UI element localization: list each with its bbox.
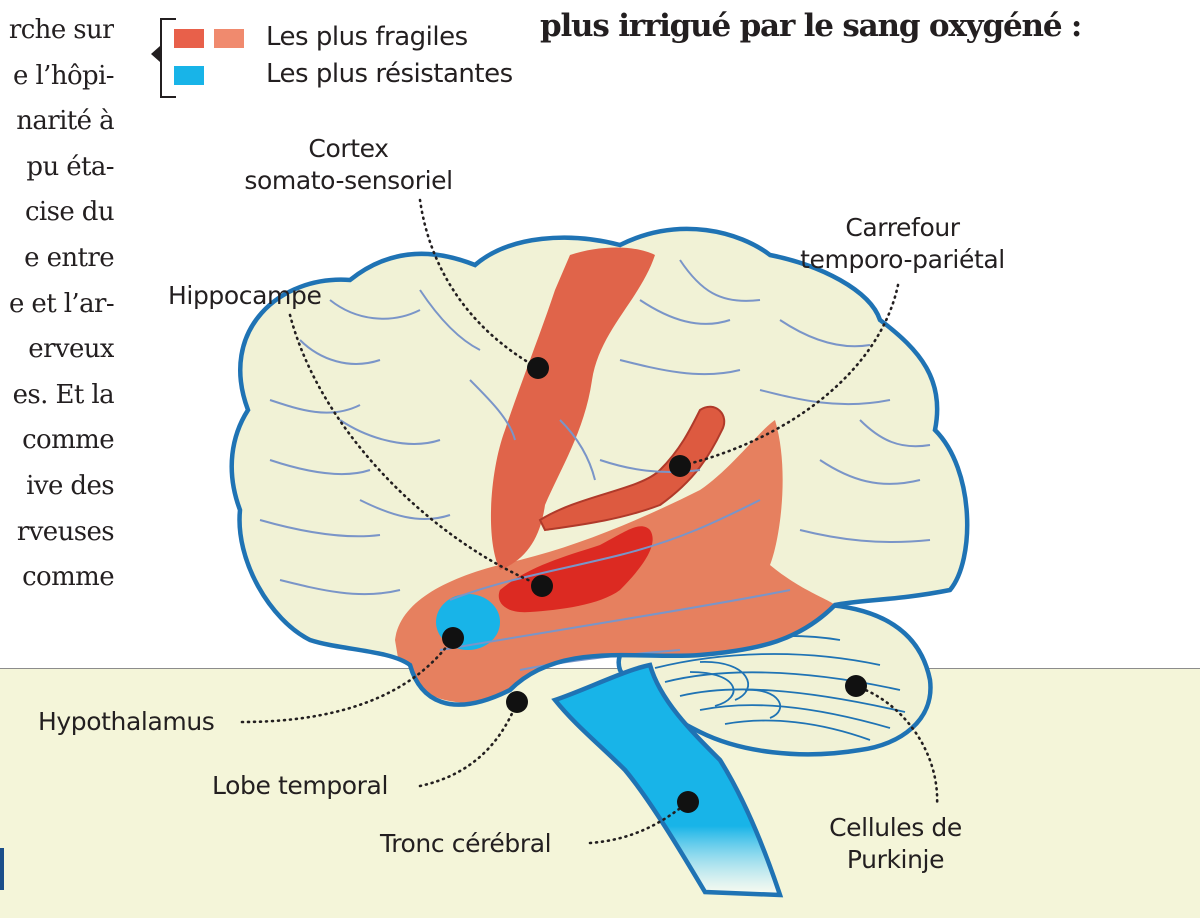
- article-line: narité à: [16, 106, 114, 137]
- legend-label-fragile: Les plus fragiles: [266, 22, 468, 52]
- diagram-heading: plus irrigué par le sang oxygéné :: [540, 8, 1082, 44]
- marker-purkinje: [845, 675, 867, 697]
- label-purkinje-line1: Cellules de: [829, 813, 962, 842]
- label-purkinje: Cellules de Purkinje: [818, 812, 973, 876]
- marker-dots: [442, 357, 867, 813]
- article-line: rveuses: [16, 516, 114, 547]
- legend-swatch-fragile-dark: [174, 29, 204, 48]
- label-cortex: Cortex somato-sensoriel: [226, 133, 471, 197]
- marker-cortex: [527, 357, 549, 379]
- legend-swatch-resistant: [174, 66, 204, 85]
- cerebrum-outline: [229, 226, 970, 707]
- leader-tronc: [588, 800, 690, 845]
- article-line: e entre: [24, 242, 114, 273]
- label-hippocampe: Hippocampe: [168, 281, 322, 310]
- article-line: es. Et la: [12, 379, 114, 410]
- label-cortex-line2: somato-sensoriel: [244, 166, 453, 195]
- legend: Les plus fragiles Les plus résistantes: [148, 14, 548, 98]
- article-line: e l’hôpi-: [13, 60, 114, 91]
- legend-swatch-fragile-light: [214, 29, 244, 48]
- page-edge-bar: [0, 848, 4, 890]
- brain-sulci: [259, 259, 931, 671]
- label-hypothalamus: Hypothalamus: [38, 707, 215, 736]
- article-line: comme: [22, 425, 114, 456]
- article-line: e et l’ar-: [8, 288, 114, 319]
- article-line: ive des: [26, 470, 114, 501]
- somatosensory-strip: [490, 247, 655, 570]
- marker-tronc: [677, 791, 699, 813]
- label-tronc: Tronc cérébral: [380, 829, 552, 858]
- marker-lobe-temporal: [506, 691, 528, 713]
- leader-lines: [240, 198, 939, 845]
- brain-stem: [551, 662, 784, 898]
- leader-cortex: [418, 198, 540, 370]
- leader-hippocampe: [288, 313, 544, 588]
- legend-label-resistant: Les plus résistantes: [266, 59, 513, 89]
- leader-lobe-temporal: [418, 700, 519, 788]
- article-line: cise du: [24, 197, 114, 228]
- leader-carrefour: [678, 283, 900, 468]
- article-line: comme: [22, 562, 114, 593]
- article-line: erveux: [28, 334, 114, 365]
- label-carrefour: Carrefour temporo-pariétal: [780, 212, 1025, 276]
- marker-hippocampe: [531, 575, 553, 597]
- article-text-column: rche sur e l’hôpi- narité à pu éta- cise…: [0, 8, 114, 601]
- article-line: rche sur: [8, 15, 114, 45]
- marker-carrefour: [669, 455, 691, 477]
- legend-bracket: [160, 18, 176, 98]
- marker-hypothalamus: [442, 627, 464, 649]
- label-carrefour-line1: Carrefour: [845, 213, 960, 242]
- article-line: pu éta-: [26, 151, 114, 182]
- label-carrefour-line2: temporo-pariétal: [800, 245, 1005, 274]
- label-cortex-line1: Cortex: [308, 134, 389, 163]
- label-lobe-temporal: Lobe temporal: [212, 771, 389, 800]
- label-purkinje-line2: Purkinje: [846, 845, 945, 874]
- legend-bracket-pointer: [151, 46, 160, 62]
